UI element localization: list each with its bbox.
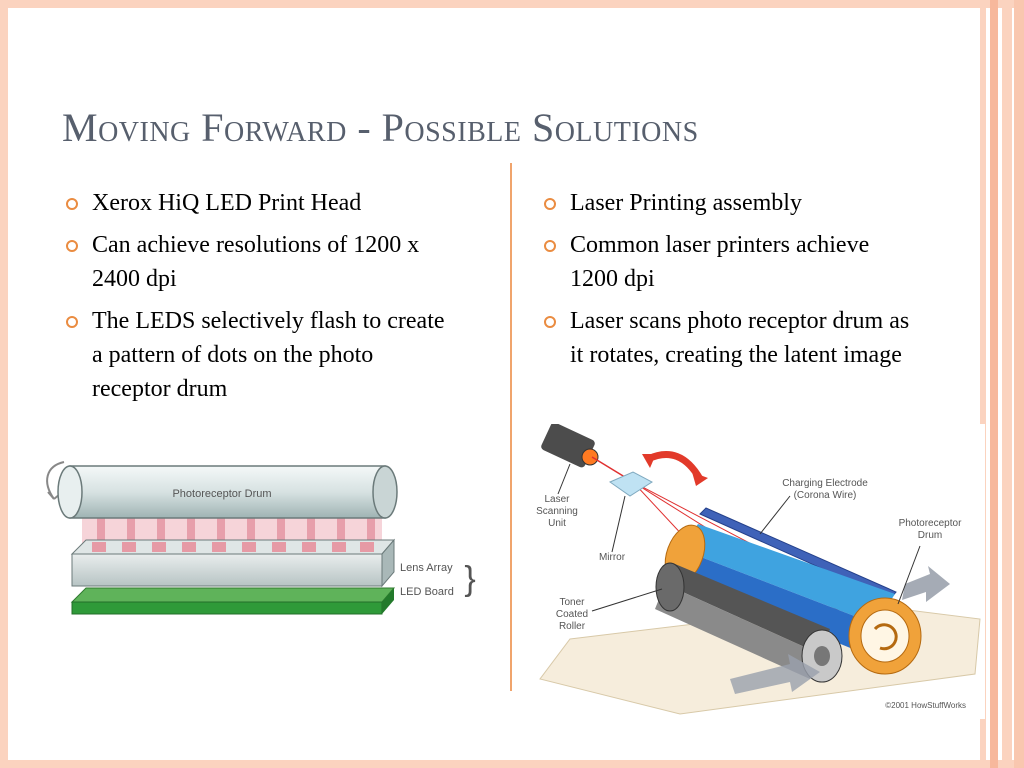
left-bullet-list: Xerox HiQ LED Print Head Can achieve res… <box>62 186 452 414</box>
laser-scanning-unit <box>541 424 599 468</box>
led-board-label: LED Board <box>400 586 454 598</box>
column-divider <box>510 163 512 691</box>
bullet-icon <box>544 198 556 210</box>
direction-arrow-icon <box>730 654 820 694</box>
led-board <box>71 601 383 615</box>
list-item: Laser Printing assembly <box>540 186 910 220</box>
bullet-icon <box>66 240 78 252</box>
right-bullet-list: Laser Printing assembly Common laser pri… <box>540 186 910 380</box>
mirror-label: Mirror <box>599 552 626 563</box>
bullet-icon <box>66 198 78 210</box>
slide-border-bottom <box>0 760 1024 768</box>
slide-border-stripes <box>980 0 1024 768</box>
list-item: Common laser printers achieve 1200 dpi <box>540 228 910 296</box>
bullet-icon <box>66 316 78 328</box>
list-item: The LEDS selectively flash to create a p… <box>62 304 452 406</box>
lens-array-label: Lens Array <box>400 562 453 574</box>
bullet-icon <box>544 240 556 252</box>
drum-label: Photoreceptor Drum <box>172 488 271 500</box>
charging-electrode-label: Charging Electrode(Corona Wire) <box>782 478 868 501</box>
lens-array <box>71 553 383 587</box>
led-print-head-figure: Photoreceptor Drum Lens Array LED Board … <box>42 454 490 624</box>
copyright-text: ©2001 HowStuffWorks <box>885 701 966 710</box>
list-item: Xerox HiQ LED Print Head <box>62 186 452 220</box>
slide-border-top <box>0 0 1024 8</box>
list-item: Laser scans photo receptor drum as it ro… <box>540 304 910 372</box>
slide-border-left <box>0 0 8 768</box>
slide-title: Moving Forward - Possible Solutions <box>62 105 699 150</box>
direction-arrow-icon <box>902 566 950 602</box>
brace-icon: } <box>464 560 475 598</box>
bullet-icon <box>544 316 556 328</box>
list-item: Can achieve resolutions of 1200 x 2400 d… <box>62 228 452 296</box>
mirror-icon <box>608 471 653 497</box>
